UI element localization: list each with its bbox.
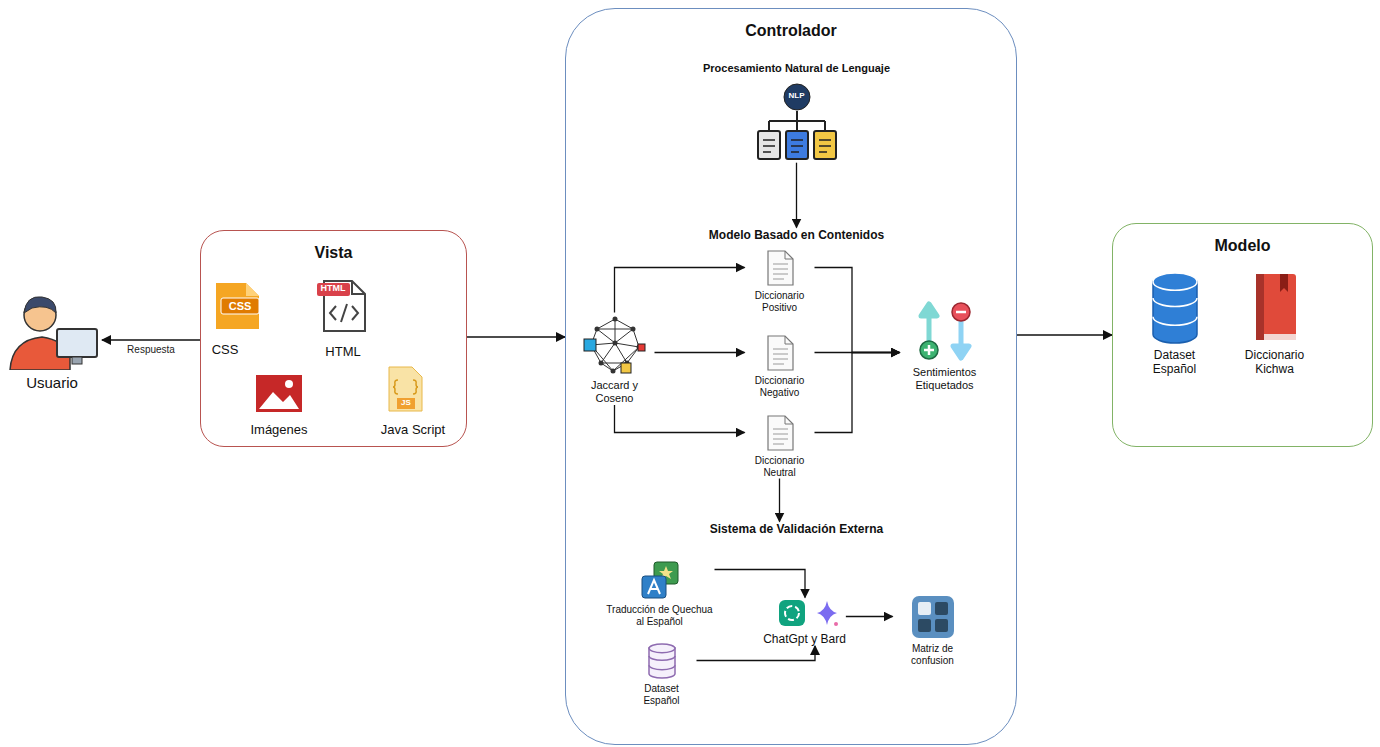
view-panel: Vista xyxy=(200,230,467,447)
sentiment-block: Sentimientos Etiquetados xyxy=(900,300,990,392)
controller-panel: ControladorProcesamiento Natural de Leng… xyxy=(565,8,1017,745)
flow-arrow xyxy=(467,336,565,337)
flow-arrow xyxy=(1017,334,1112,335)
panel-title: Controlador xyxy=(566,21,1016,40)
node-caption: Diccionario Positivo xyxy=(745,290,815,314)
confusion-matrix: Matriz de confusion xyxy=(893,595,973,667)
section-heading: Modelo Basado en Contenidos xyxy=(709,228,884,242)
node-caption: Matriz de confusion xyxy=(893,643,973,667)
node-caption: ChatGpt y Bard xyxy=(763,632,846,646)
icon-badge-text: JS xyxy=(401,399,411,408)
dataset-db: Dataset Español xyxy=(627,643,697,707)
flow-arrow xyxy=(102,339,200,340)
css-icon xyxy=(216,283,259,329)
graph-icon xyxy=(583,313,647,375)
model-panel: ModeloDataset Español Diccionario Kichwa xyxy=(1112,223,1373,447)
flow-arrow xyxy=(796,163,797,228)
book-icon xyxy=(1252,272,1298,344)
flow-arrow xyxy=(655,352,745,353)
nlp-block: Procesamiento Natural de Lenguaje xyxy=(703,62,890,163)
sentiment-icon xyxy=(917,300,973,362)
panel-title: Modelo xyxy=(1113,236,1372,255)
db-icon xyxy=(647,643,677,679)
js-icon xyxy=(389,367,422,411)
flow-arrow xyxy=(779,479,780,522)
node-caption: Usuario xyxy=(26,374,78,392)
doc-icon xyxy=(765,415,795,451)
icon-caption: Imágenes xyxy=(250,423,307,437)
section-title: Sistema de Validación Externa xyxy=(710,522,883,536)
flow-arrow xyxy=(697,646,816,661)
translate-icon xyxy=(640,560,680,600)
section-heading: Sistema de Validación Externa xyxy=(710,522,883,536)
similarity-block: Jaccard y Coseno xyxy=(575,313,655,405)
flow-arrow xyxy=(615,405,745,433)
dictionary-doc: Diccionario Neutral xyxy=(745,415,815,479)
dictionary-doc: Diccionario Negativo xyxy=(745,335,815,399)
edge-label: Respuesta xyxy=(125,344,177,355)
db-icon xyxy=(1151,272,1199,344)
flow-arrow xyxy=(846,616,893,617)
person-icon xyxy=(2,285,102,370)
node-caption: Diccionario Neutral xyxy=(745,455,815,479)
icon-caption: Java Script xyxy=(381,423,445,437)
chat-icon xyxy=(765,598,845,628)
dictionary-book: Diccionario Kichwa xyxy=(1235,272,1315,377)
node-caption: Traducción de Quechua al Español xyxy=(605,604,715,628)
flow-arrow xyxy=(715,570,806,598)
user-actor: Usuario xyxy=(2,285,102,392)
llm-block: ChatGpt y Bard xyxy=(763,598,846,646)
node-caption: Dataset Español xyxy=(1135,348,1215,377)
doc-icon xyxy=(765,335,795,371)
html-icon xyxy=(317,281,365,331)
icon-badge-text: HTML xyxy=(321,284,346,294)
node-caption: Procesamiento Natural de Lenguaje xyxy=(703,62,890,75)
node-caption: Jaccard y Coseno xyxy=(575,379,655,405)
translation-block: Traducción de Quechua al Español xyxy=(605,560,715,628)
icon-caption: CSS xyxy=(212,343,239,357)
matrix-icon xyxy=(911,595,955,639)
node-caption: Sentimientos Etiquetados xyxy=(900,366,990,392)
dataset-db: Dataset Español xyxy=(1135,272,1215,377)
section-title: Modelo Basado en Contenidos xyxy=(709,228,884,242)
node-caption: Dataset Español xyxy=(627,683,697,707)
image-icon xyxy=(256,375,302,412)
icon-badge-text: CSS xyxy=(229,300,252,312)
panel-title: Vista xyxy=(201,243,466,262)
node-caption: Diccionario Negativo xyxy=(745,375,815,399)
flow-arrow xyxy=(815,353,900,433)
icon-badge-text: NLP xyxy=(789,92,805,101)
dictionary-doc: Diccionario Positivo xyxy=(745,250,815,314)
flow-arrow xyxy=(615,268,745,313)
icon-caption: HTML xyxy=(325,345,360,359)
doc-icon xyxy=(765,250,795,286)
node-caption: Diccionario Kichwa xyxy=(1235,348,1315,377)
flow-arrow xyxy=(815,268,900,353)
